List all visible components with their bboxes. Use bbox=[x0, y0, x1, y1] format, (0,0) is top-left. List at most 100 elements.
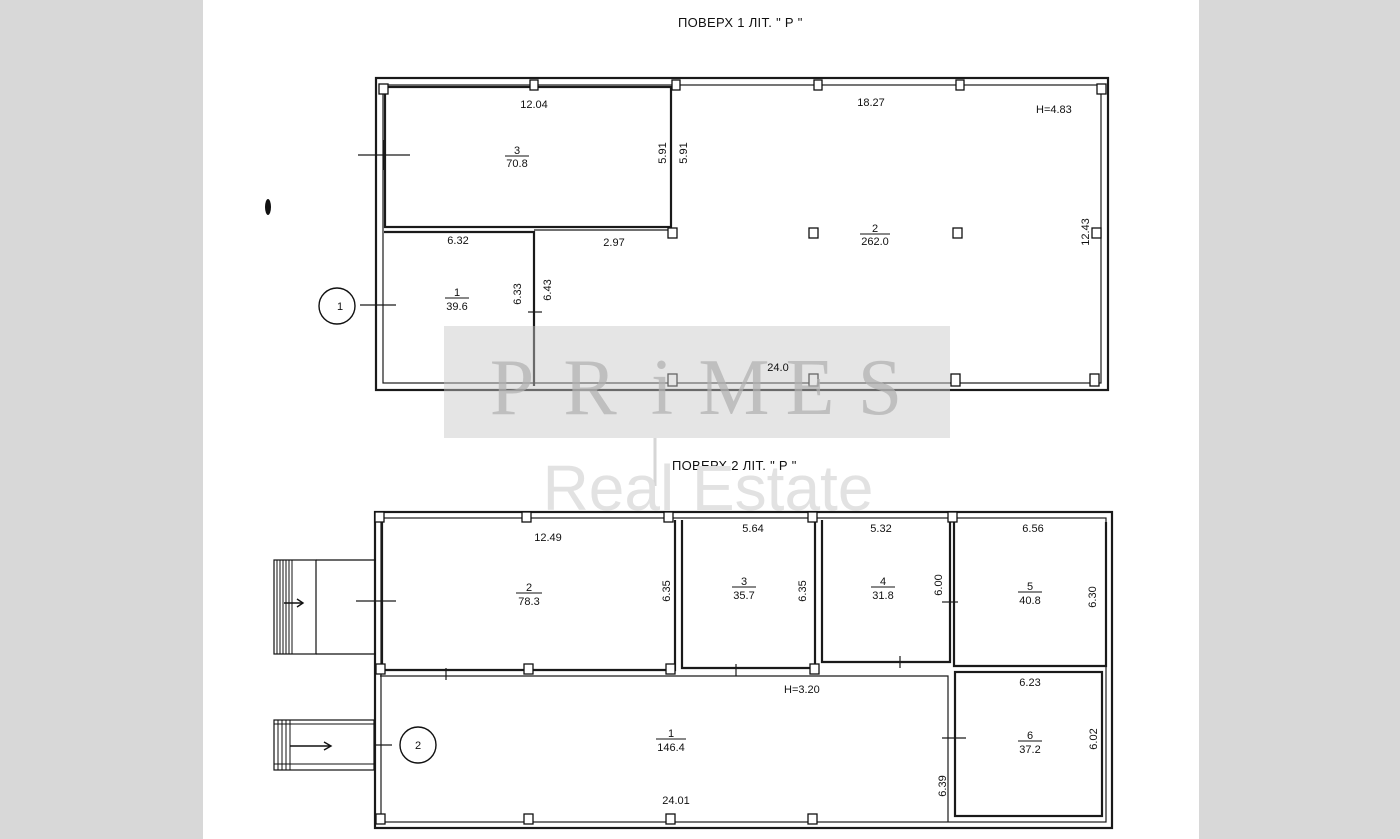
floor2-room4-walls bbox=[820, 520, 952, 664]
stairs-icon bbox=[273, 559, 376, 655]
floor1-room3-walls bbox=[383, 85, 673, 229]
dimension-label: 6.02 bbox=[1088, 728, 1100, 749]
entrance-marker-icon bbox=[318, 287, 356, 325]
height-label: Н=4.83 bbox=[1036, 104, 1072, 116]
floor2-plan bbox=[273, 510, 1114, 830]
column bbox=[808, 227, 819, 239]
stairs-icon bbox=[273, 719, 375, 771]
column bbox=[808, 373, 819, 387]
floor2-room3-walls bbox=[680, 520, 817, 670]
room-area: 39.6 bbox=[446, 301, 467, 313]
dimension-label: 5.91 bbox=[678, 142, 690, 163]
floor1-title: ПОВЕРХ 1 ЛІТ. " Р " bbox=[678, 15, 803, 30]
entrance-number: 1 bbox=[337, 301, 343, 313]
room-number: 1 bbox=[668, 728, 674, 740]
floor2-room2-walls bbox=[380, 520, 677, 672]
floor2-room5-walls bbox=[952, 522, 1108, 668]
column bbox=[665, 813, 676, 825]
floor1-outer-wall bbox=[374, 76, 1110, 392]
column bbox=[955, 79, 965, 91]
column bbox=[374, 511, 385, 523]
dimension-label: 18.27 bbox=[857, 97, 885, 109]
column bbox=[671, 79, 681, 91]
floor-plan-sheet bbox=[203, 0, 1199, 839]
column bbox=[667, 373, 678, 387]
dimension-label: 24.01 bbox=[662, 795, 690, 807]
watermark-letter: P bbox=[490, 344, 535, 432]
column bbox=[529, 79, 539, 91]
column bbox=[1091, 227, 1102, 239]
watermark: P R i M E S bbox=[444, 326, 950, 486]
column bbox=[378, 83, 389, 95]
floor2-outer-wall bbox=[373, 510, 1114, 830]
column bbox=[663, 511, 674, 523]
dimension-label: 12.49 bbox=[534, 532, 562, 544]
column bbox=[665, 663, 676, 675]
dimension-label: 24.0 bbox=[767, 362, 788, 374]
floor2-title: ПОВЕРХ 2 ЛІТ. " Р " bbox=[672, 458, 797, 473]
dimension-label: 6.43 bbox=[542, 279, 554, 300]
dimension-label: 5.64 bbox=[742, 523, 763, 535]
room-number: 6 bbox=[1027, 730, 1033, 742]
column bbox=[950, 373, 961, 387]
column bbox=[521, 511, 532, 523]
dimension-label: 6.35 bbox=[797, 580, 809, 601]
plan-marker-icon bbox=[265, 199, 271, 215]
room-area: 70.8 bbox=[506, 158, 527, 170]
room-number: 2 bbox=[872, 223, 878, 235]
room-number: 2 bbox=[526, 582, 532, 594]
dimension-label: 6.32 bbox=[447, 235, 468, 247]
column bbox=[1089, 373, 1100, 387]
dimension-label: 6.39 bbox=[937, 775, 949, 796]
watermark-letter: i bbox=[651, 344, 673, 432]
dimension-label: 5.32 bbox=[870, 523, 891, 535]
dimension-label: 6.33 bbox=[512, 283, 524, 304]
column bbox=[375, 663, 386, 675]
watermark-letter: R bbox=[563, 344, 617, 432]
column bbox=[807, 813, 818, 825]
dimension-label: 6.56 bbox=[1022, 523, 1043, 535]
column bbox=[375, 813, 386, 825]
watermark-letter: S bbox=[858, 344, 903, 432]
column bbox=[813, 79, 823, 91]
dimension-label: 2.97 bbox=[603, 237, 624, 249]
room-number: 3 bbox=[741, 576, 747, 588]
watermark-letter: E bbox=[786, 344, 835, 432]
watermark-subtitle: Real Estate bbox=[543, 452, 874, 524]
dimension-label: 6.30 bbox=[1087, 586, 1099, 607]
column bbox=[947, 511, 958, 523]
watermark-logo-box bbox=[444, 326, 950, 438]
floor1-room1-walls bbox=[384, 230, 536, 386]
room-number: 5 bbox=[1027, 581, 1033, 593]
column bbox=[809, 663, 820, 675]
room-number: 1 bbox=[454, 287, 460, 299]
column bbox=[1096, 83, 1107, 95]
floor1-plan bbox=[265, 76, 1110, 392]
entrance-marker-icon bbox=[399, 726, 437, 764]
dimension-label: 12.43 bbox=[1080, 218, 1092, 246]
entrance-number: 2 bbox=[415, 740, 421, 752]
dimension-label: 6.00 bbox=[933, 574, 945, 595]
height-label: Н=3.20 bbox=[784, 684, 820, 696]
floor2-room6-walls bbox=[953, 670, 1104, 818]
column bbox=[667, 227, 678, 239]
floor2-room1-walls bbox=[380, 675, 949, 822]
room-area: 37.2 bbox=[1019, 744, 1040, 756]
watermark-letter: M bbox=[698, 344, 769, 432]
column bbox=[523, 813, 534, 825]
dimension-label: 6.35 bbox=[661, 580, 673, 601]
dimension-label: 12.04 bbox=[520, 99, 548, 111]
room-area: 35.7 bbox=[733, 590, 754, 602]
column bbox=[952, 227, 963, 239]
column bbox=[523, 663, 534, 675]
room-area: 262.0 bbox=[861, 236, 889, 248]
dimension-label: 6.23 bbox=[1019, 677, 1040, 689]
room-area: 31.8 bbox=[872, 590, 893, 602]
room-number: 3 bbox=[514, 145, 520, 157]
room-area: 146.4 bbox=[657, 742, 685, 754]
room-area: 78.3 bbox=[518, 596, 539, 608]
column bbox=[807, 511, 818, 523]
room-number: 4 bbox=[880, 576, 886, 588]
